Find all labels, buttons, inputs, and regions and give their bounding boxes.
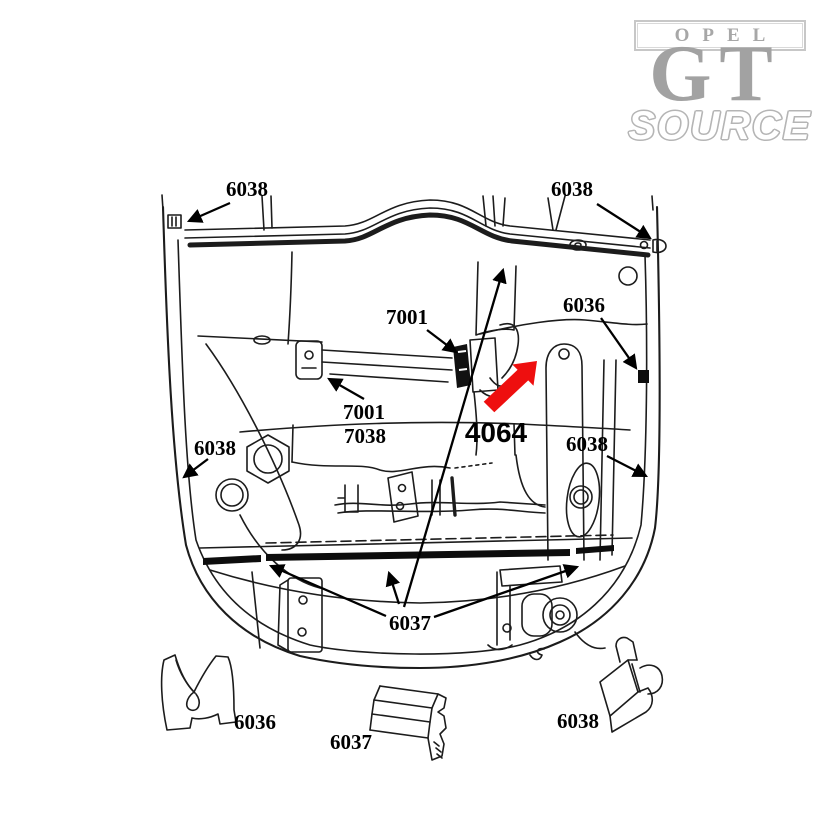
opel-badge: OPEL [634,20,806,51]
part-label-6038-top-right: 6038 [551,177,593,201]
opel-gt-source-logo: OPEL GT SOURCE [600,0,840,170]
left-inner-fender [197,251,323,589]
cowl-seal-clip-top-left [167,214,182,229]
gt-logo-text: GT [649,30,781,118]
cowl-seal-strip [187,212,651,258]
hood-latch-assembly [487,565,606,661]
part-label-6038-sketch: 6038 [557,709,599,733]
part-label-6038-right: 6038 [566,432,608,456]
part-label-7001-upper: 7001 [386,305,428,329]
bottom-left-bracket [251,571,323,653]
car-body-outline [161,194,661,670]
part-label-6037-sketch: 6037 [330,730,372,754]
opel-badge-text: OPEL [674,25,779,46]
part-label-7001-lower: 7001 [343,400,385,424]
lower-valance [199,534,633,604]
part-label-7038: 7038 [344,424,386,448]
part-drawing-6037 [369,685,447,761]
part-drawing-6036 [160,654,237,731]
cowl-panel [184,195,651,286]
cowl-seal-clip-top-right [639,238,667,254]
part-label-6038-top-left: 6038 [226,177,268,201]
leader-arrows [182,201,652,619]
engine-bay-floor [239,421,631,523]
part-label-6036-sketch: 6036 [234,710,276,734]
part-label-6038-left: 6038 [194,436,236,460]
hood-seal-strip-left [203,555,261,565]
part-label-6036-right: 6036 [563,293,605,317]
hood-rod-pad-7038 [453,344,471,388]
source-logo-text: SOURCE [628,104,812,148]
hood-seal-strip-center [266,549,570,561]
highlight-arrow-4064 [483,361,537,413]
part-label-6037: 6037 [389,611,431,635]
fender-clip-6036-target [638,370,649,383]
hood-rod-clip-left [295,340,323,380]
part-drawing-6038 [599,636,664,733]
part-label-4064: 4064 [465,417,528,448]
hood-seal-strip-right [576,545,614,554]
